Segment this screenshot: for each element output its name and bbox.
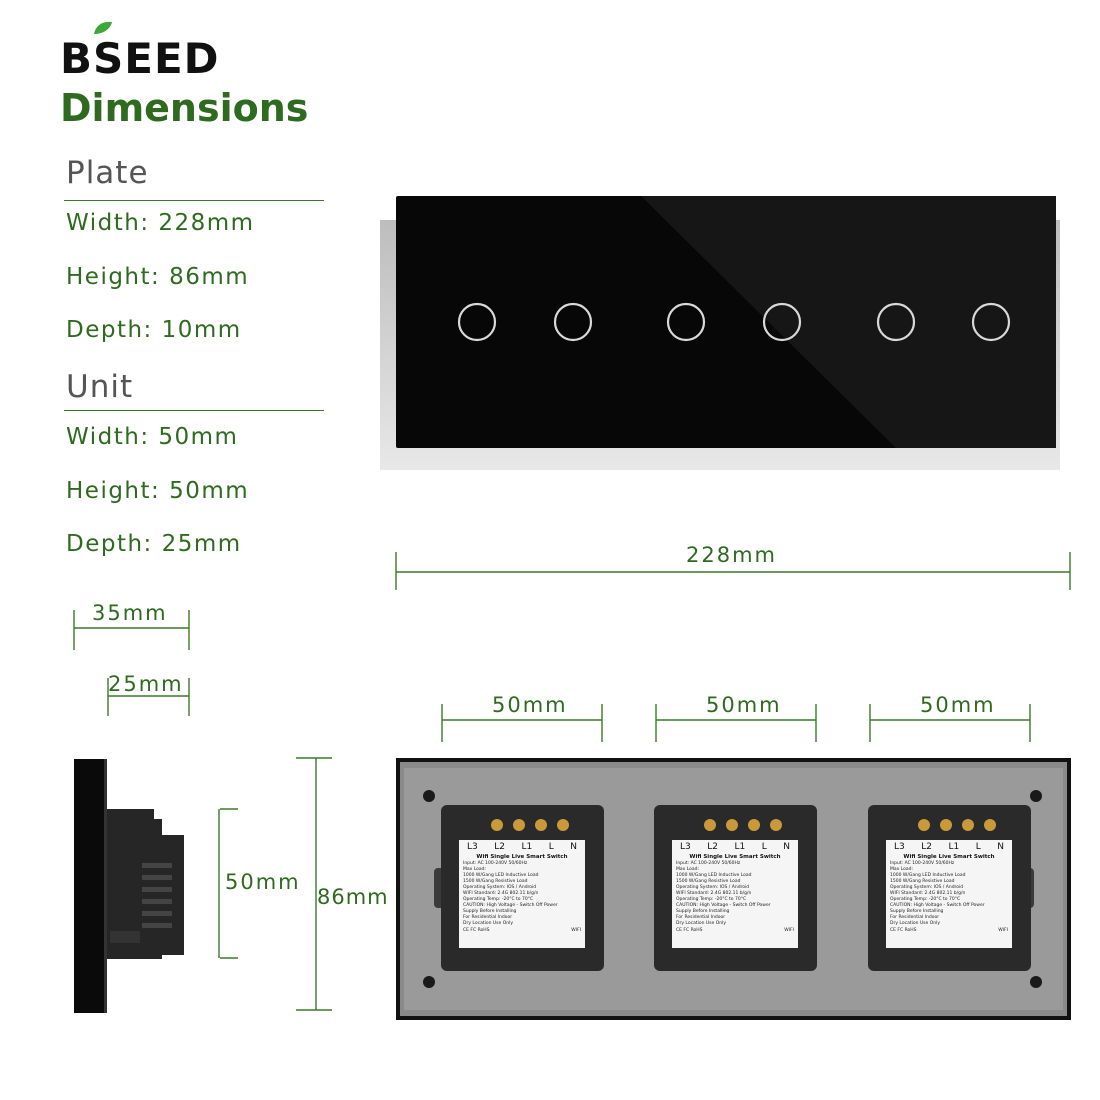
spec-line: 1000 W/Gang LED Inductive Load [676, 873, 752, 878]
module-width-lines [441, 704, 1031, 742]
spec-line: 1000 W/Gang LED Inductive Load [890, 873, 966, 878]
unit-divider [64, 410, 324, 411]
terminal-l3: L3 [467, 842, 478, 852]
unit-height: Height: 50mm [66, 478, 250, 504]
spec-line: Max Load: [890, 867, 914, 872]
terminal-l2: L2 [921, 842, 932, 852]
front-panel [380, 196, 1060, 470]
spec-line: Operating Temp: -20°C to 70°C [890, 897, 961, 902]
depth-35-label: 35mm [92, 601, 168, 625]
depth-25-label: 25mm [108, 672, 184, 696]
module-2-label: L3 L2 L1 L N Wifi Single Live Smart Swit… [672, 840, 798, 948]
height-dimension-lines [218, 757, 332, 1011]
page-title: Dimensions [60, 86, 309, 130]
wifi-icon: WIFI [571, 928, 581, 933]
module-1: L3 L2 L1 L N Wifi Single Live Smart Swit… [441, 805, 604, 971]
product-name: Wifi Single Live Smart Switch [903, 854, 995, 860]
spec-line: Dry Location Use Only [890, 921, 941, 926]
spec-line: Supply Before Installing [890, 909, 944, 914]
terminal-l1: L1 [734, 842, 746, 852]
touch-button-6 [971, 302, 1011, 342]
module-2-width-label: 50mm [706, 693, 782, 717]
plate-divider [64, 200, 324, 201]
spec-line: For Residential Indoor [890, 915, 940, 920]
side-view [74, 759, 184, 1013]
wifi-icon: WIFI [998, 928, 1008, 933]
terminal-n: N [997, 842, 1004, 852]
cert-marks: CE FC RoHS [676, 928, 703, 933]
spec-line: Input: AC 100-240V 50/60Hz [676, 861, 741, 866]
module-1-label: L3 L2 L1 L N Wifi Single Live Smart Swit… [459, 840, 585, 948]
spec-line: WIFI Standard: 2.4G 802.11 b/g/n [676, 891, 752, 896]
cert-marks: CE FC RoHS [463, 928, 490, 933]
plate-width: Width: 228mm [66, 210, 255, 236]
terminal-n: N [783, 842, 790, 852]
spec-line: Operating System: IOS / Android [890, 885, 964, 890]
terminal-l1: L1 [948, 842, 960, 852]
touch-button-2 [553, 302, 593, 342]
terminal-l2: L2 [707, 842, 718, 852]
leaf-icon [94, 21, 112, 34]
spec-line: Operating System: IOS / Android [676, 885, 750, 890]
spec-line: Max Load: [676, 867, 700, 872]
plate-depth: Depth: 10mm [66, 317, 242, 343]
product-name: Wifi Single Live Smart Switch [689, 854, 781, 860]
touch-button-4 [762, 302, 802, 342]
module-2: L3 L2 L1 L N Wifi Single Live Smart Swit… [654, 805, 817, 971]
spec-line: WIFI Standard: 2.4G 802.11 b/g/n [463, 891, 539, 896]
spec-line: Input: AC 100-240V 50/60Hz [890, 861, 955, 866]
module-3: L3 L2 L1 L N Wifi Single Live Smart Swit… [868, 805, 1031, 971]
terminal-l: L [975, 842, 981, 852]
terminal-l3: L3 [894, 842, 905, 852]
module-1-width-label: 50mm [492, 693, 568, 717]
touch-button-3 [666, 302, 706, 342]
spec-line: CAUTION: High Voltage - Switch Off Power [890, 903, 985, 908]
spec-line: Dry Location Use Only [676, 921, 727, 926]
plate-heading: Plate [66, 155, 149, 191]
terminal-l3: L3 [680, 842, 691, 852]
spec-line: Operating Temp: -20°C to 70°C [676, 897, 747, 902]
spec-line: 1500 W/Gang Resistive Load [676, 879, 741, 884]
spec-line: 1500 W/Gang Resistive Load [463, 879, 528, 884]
wifi-icon: WIFI [784, 928, 794, 933]
terminal-l2: L2 [494, 842, 505, 852]
spec-line: CAUTION: High Voltage - Switch Off Power [676, 903, 771, 908]
terminal-l1: L1 [521, 842, 533, 852]
spec-line: Supply Before Installing [676, 909, 730, 914]
spec-line: For Residential Indoor [463, 915, 513, 920]
product-name: Wifi Single Live Smart Switch [476, 854, 568, 860]
spec-line: For Residential Indoor [676, 915, 726, 920]
unit-heading: Unit [66, 369, 134, 405]
terminal-l: L [761, 842, 767, 852]
spec-line: Max Load: [463, 867, 487, 872]
spec-line: 1500 W/Gang Resistive Load [890, 879, 955, 884]
spec-line: Operating Temp: -20°C to 70°C [463, 897, 534, 902]
total-width-label: 228mm [686, 543, 777, 567]
terminal-l: L [548, 842, 554, 852]
spec-line: WIFI Standard: 2.4G 802.11 b/g/n [890, 891, 966, 896]
brand-name: BSEED [60, 34, 220, 83]
spec-line: Dry Location Use Only [463, 921, 514, 926]
width-dimension-line [395, 552, 1071, 590]
spec-line: CAUTION: High Voltage - Switch Off Power [463, 903, 558, 908]
unit-depth: Depth: 25mm [66, 531, 242, 557]
plate-height: Height: 86mm [66, 264, 250, 290]
touch-button-5 [876, 302, 916, 342]
spec-line: Input: AC 100-240V 50/60Hz [463, 861, 528, 866]
terminal-n: N [570, 842, 577, 852]
module-3-width-label: 50mm [920, 693, 996, 717]
depth-dimension-lines [73, 610, 190, 716]
unit-width: Width: 50mm [66, 424, 239, 450]
spec-line: Operating System: IOS / Android [463, 885, 537, 890]
module-3-label: L3 L2 L1 L N Wifi Single Live Smart Swit… [886, 840, 1012, 948]
spec-line: 1000 W/Gang LED Inductive Load [463, 873, 539, 878]
touch-button-1 [457, 302, 497, 342]
plate-height-label: 86mm [317, 885, 389, 909]
side-height-label: 50mm [225, 870, 301, 894]
brand-logo: BSEED [60, 34, 220, 83]
spec-line: Supply Before Installing [463, 909, 517, 914]
terminal-screws [491, 819, 996, 831]
cert-marks: CE FC RoHS [890, 928, 917, 933]
